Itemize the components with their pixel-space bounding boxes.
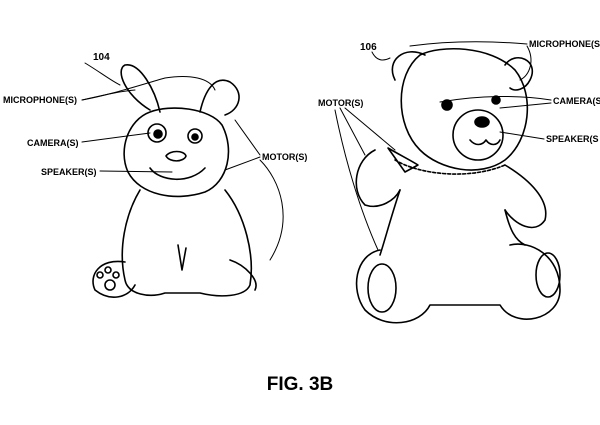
- bunny-reference-number: 104: [93, 52, 110, 63]
- bunny-drawing: [92, 64, 257, 298]
- bunny-nose: [165, 150, 187, 162]
- bunny-camera-label: CAMERA(S): [27, 138, 79, 148]
- bunny-mouth: [149, 167, 206, 180]
- bear-left-arm: [355, 149, 401, 208]
- bunny-leader-lines: [81, 62, 284, 261]
- bear-camera-label: CAMERA(S: [553, 96, 600, 106]
- bear-right-ear: [504, 56, 533, 91]
- bear-ribbon: [394, 159, 506, 175]
- bear-motor-label: MOTOR(S): [318, 98, 364, 108]
- bunny-motor-label: MOTOR(S): [262, 152, 308, 162]
- bunny-body: [121, 189, 253, 297]
- bear-left-ear: [391, 51, 426, 81]
- bear-muzzle: [452, 109, 504, 161]
- bear-reference-number: 106: [360, 42, 377, 53]
- bunny-left-ear: [120, 64, 161, 113]
- bear-right-eye: [491, 95, 501, 105]
- bunny-head: [123, 107, 230, 198]
- bunny-right-eye: [187, 128, 203, 144]
- bear-bow: [387, 147, 419, 173]
- bunny-foot: [92, 260, 136, 298]
- bear-speaker-label: SPEAKER(S: [546, 134, 599, 144]
- bear-left-eye: [441, 99, 453, 111]
- bear-drawing: [355, 47, 561, 324]
- bear-right-arm: [504, 164, 547, 229]
- bear-legs: [355, 243, 561, 324]
- bear-head: [400, 47, 529, 171]
- bunny-microphone-label: MICROPHONE(S): [3, 95, 77, 105]
- figure-caption: FIG. 3B: [266, 374, 334, 395]
- bunny-right-ear: [199, 79, 240, 116]
- bunny-speaker-label: SPEAKER(S): [41, 167, 97, 177]
- bear-microphone-label: MICROPHONE(S: [529, 39, 600, 49]
- bear-nose: [474, 116, 490, 128]
- bear-leader-lines: [334, 41, 552, 251]
